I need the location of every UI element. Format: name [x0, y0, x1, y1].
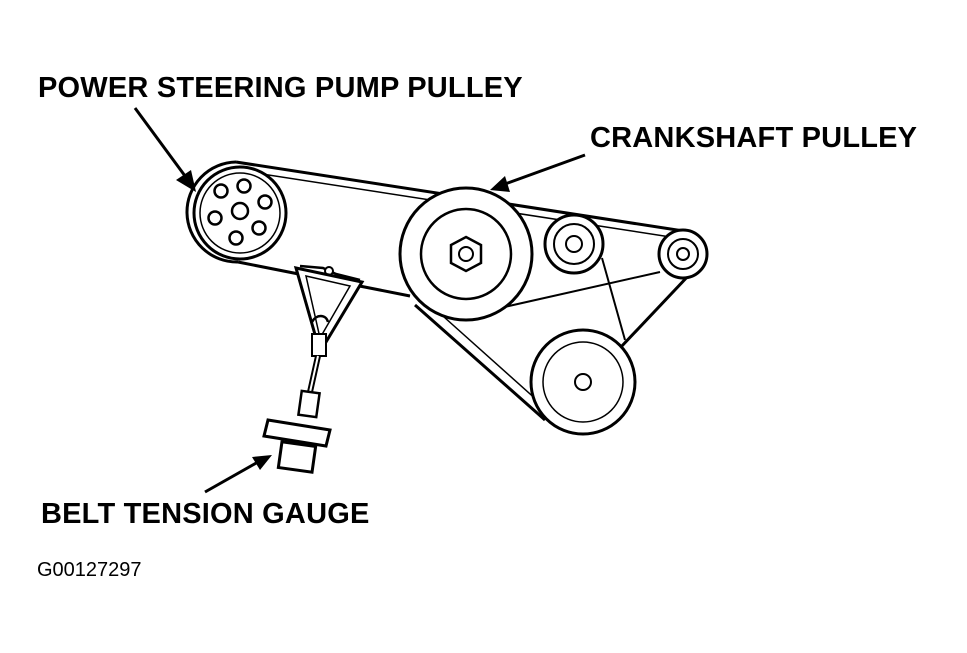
belt-tension-gauge-label: BELT TENSION GAUGE [41, 498, 370, 530]
belt-tension-gauge [262, 264, 365, 474]
pulley-hole [236, 178, 252, 194]
crank-pulley-arrow [504, 153, 586, 186]
figure-id: G00127297 [37, 559, 142, 581]
gauge-arrow [204, 460, 259, 494]
pulley-hole [251, 220, 267, 236]
power-steering-pump-pulley [192, 165, 288, 261]
right-pulley [657, 228, 709, 280]
crank-pulley-arrowhead [490, 176, 510, 192]
pulley-hole [257, 194, 273, 210]
power-steering-pump-pulley-label: POWER STEERING PUMP PULLEY [38, 72, 523, 104]
crankshaft-pulley-label: CRANKSHAFT PULLEY [590, 122, 918, 154]
ps-pulley-arrowhead [176, 170, 196, 192]
ps-pulley-arrow [133, 107, 190, 181]
leader-arrows [133, 107, 586, 494]
gauge-arrowhead [252, 455, 272, 470]
crankshaft-pulley [398, 186, 534, 322]
pulley-hole [230, 201, 250, 221]
lower-pulley [529, 328, 637, 436]
pulley-hole [207, 210, 223, 226]
pulley-hole [228, 230, 244, 246]
pulley-hole [213, 183, 229, 199]
idler-pulley [543, 213, 605, 275]
